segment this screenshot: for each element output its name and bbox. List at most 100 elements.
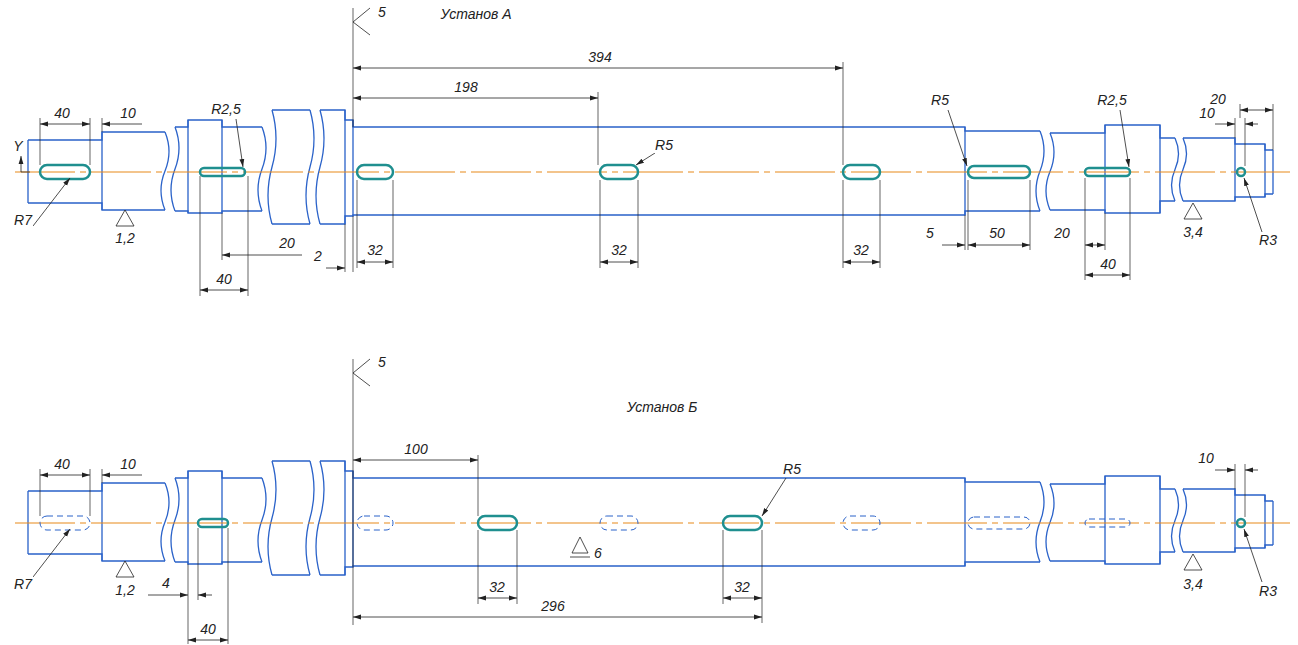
extension-line xyxy=(598,92,599,165)
extension-line xyxy=(198,528,199,600)
keyway-slot xyxy=(723,516,762,530)
dimension-line xyxy=(1085,275,1130,276)
extension-line xyxy=(478,530,479,604)
extension-line xyxy=(40,118,41,165)
dimension-value: 40 xyxy=(215,271,233,287)
dimension-value: 10 xyxy=(119,456,137,472)
drawing-use xyxy=(15,110,1290,224)
extension-line xyxy=(1245,118,1246,166)
dimension-line xyxy=(198,595,212,596)
dimension-line xyxy=(1085,245,1105,246)
setup-title: Установ Б xyxy=(626,399,699,415)
extension-line xyxy=(345,224,346,272)
dimension-line xyxy=(21,156,22,172)
dimension-line xyxy=(116,210,134,226)
dimension-value: 32 xyxy=(852,242,870,258)
dimension-value: 32 xyxy=(366,242,384,258)
extension-line xyxy=(600,180,601,268)
extension-line xyxy=(357,180,358,268)
dimension-value: 100 xyxy=(403,441,428,457)
dimension-line xyxy=(1245,124,1258,125)
dimension-line xyxy=(1244,529,1262,582)
dimension-value: 32 xyxy=(733,579,751,595)
datum-number: 5 xyxy=(377,4,387,20)
drawing-use xyxy=(15,461,1290,575)
extension-line xyxy=(965,215,966,250)
dimension-value: 32 xyxy=(610,242,628,258)
extension-line xyxy=(102,469,103,483)
dimension-line xyxy=(222,255,302,256)
dimension-value: 20 xyxy=(1053,225,1071,241)
dimension-line xyxy=(1215,124,1235,125)
dimension-value: 40 xyxy=(53,105,71,121)
dimension-line xyxy=(357,262,393,263)
extension-line xyxy=(843,62,844,165)
keyway-slot xyxy=(1085,168,1130,176)
dimension-line xyxy=(1244,178,1262,232)
keyway-slot xyxy=(843,165,880,179)
dimension-value: 5 xyxy=(925,225,935,241)
extension-line xyxy=(228,528,229,644)
dimension-line xyxy=(102,475,142,476)
extension-line xyxy=(188,564,189,644)
radius-label: R3 xyxy=(1258,232,1278,248)
keyway-slot xyxy=(600,165,638,179)
radius-label: R5 xyxy=(930,92,950,108)
extension-line xyxy=(102,118,103,132)
dimension-line xyxy=(1240,110,1273,111)
dimension-value: 40 xyxy=(199,621,217,637)
radius-label: R3 xyxy=(1258,583,1278,599)
dimension-line xyxy=(40,124,90,125)
dimension-value: 198 xyxy=(453,79,478,95)
setup-title: Установ А xyxy=(440,6,513,22)
keyway-slot xyxy=(478,516,517,530)
dimension-value: 10 xyxy=(1198,105,1216,121)
dimension-value: 32 xyxy=(488,579,506,595)
radius-label: R2,5 xyxy=(1096,92,1128,108)
dimension-line xyxy=(600,262,638,263)
dimension-line xyxy=(40,475,90,476)
dimension-line xyxy=(478,598,517,599)
dimension-line xyxy=(33,178,70,226)
datum-number: 3,4 xyxy=(1182,576,1203,592)
dimension-value: 4 xyxy=(161,575,171,591)
extension-line xyxy=(1130,178,1131,280)
datum-number: 6 xyxy=(593,545,603,561)
extension-line xyxy=(1105,213,1106,250)
dimension-value: 296 xyxy=(540,598,565,614)
dimension-line xyxy=(948,110,967,166)
extension-line xyxy=(1085,178,1086,280)
datum-number: 1,2 xyxy=(114,582,135,598)
extension-line xyxy=(843,180,844,268)
extension-line xyxy=(353,359,354,625)
dimension-line xyxy=(326,268,345,269)
dimension-value: 394 xyxy=(587,49,612,65)
keyway-slot xyxy=(1237,168,1245,176)
hidden-keyway xyxy=(357,516,393,530)
extension-line xyxy=(1245,464,1246,517)
dimension-line xyxy=(353,359,370,386)
dimension-line xyxy=(1215,470,1235,471)
dimension-line xyxy=(762,478,786,516)
extension-line xyxy=(723,530,724,604)
extension-line xyxy=(1240,104,1241,118)
extension-line xyxy=(200,176,201,296)
dimension-value: 10 xyxy=(119,105,137,121)
dimension-line xyxy=(843,262,880,263)
dimension-line xyxy=(968,245,1030,246)
radius-label: R5 xyxy=(782,461,802,477)
dimension-line xyxy=(1184,203,1202,219)
hidden-keyway xyxy=(968,517,1030,529)
keyway-slot xyxy=(198,519,228,527)
dimension-line xyxy=(353,460,478,461)
keyway-slot xyxy=(968,166,1030,178)
dimension-line xyxy=(636,153,655,165)
extension-line xyxy=(393,180,394,268)
extension-line xyxy=(1273,104,1274,150)
dimension-line xyxy=(353,617,762,618)
dimension-value: 50 xyxy=(988,225,1006,241)
extension-line xyxy=(517,530,518,604)
keyway-slot xyxy=(1237,519,1245,527)
dimension-line xyxy=(116,561,134,577)
hidden-keyway xyxy=(600,516,638,530)
